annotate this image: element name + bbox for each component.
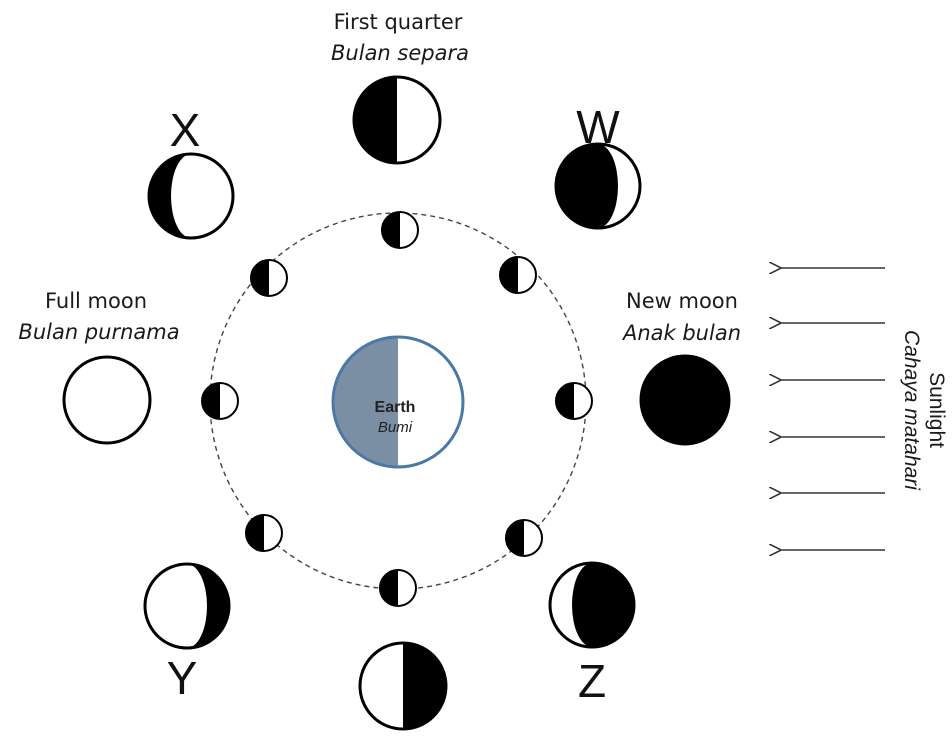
earth-label: Earth [375, 399, 416, 416]
full-moon-label: Full moon [45, 289, 147, 313]
orbit-moon-top-left [250, 259, 288, 297]
sunlight-label: Sunlight [925, 372, 948, 448]
first-quarter-label-ms: Bulan separa [331, 41, 469, 65]
orbit-moon-top [381, 211, 419, 249]
orbit-moon-top-right [499, 256, 537, 294]
phase-x [147, 152, 235, 240]
full-moon-label-ms: Bulan purnama [18, 320, 179, 344]
label-w: W [576, 101, 620, 153]
orbit-moon-right [555, 382, 593, 420]
first-quarter-label: First quarter [334, 10, 463, 34]
sunlight-arrows [780, 268, 885, 550]
phase-third-quarter [358, 641, 448, 731]
phase-y [143, 562, 231, 650]
new-moon-label: New moon [626, 289, 738, 313]
earth-day-side [398, 337, 463, 467]
orbit-moon-bottom-right [505, 519, 543, 557]
phase-w [554, 142, 642, 230]
earth-night-side [333, 337, 398, 467]
phase-new-moon [639, 354, 731, 446]
earth-outline [331, 335, 465, 469]
earth: Earth Bumi [331, 335, 465, 469]
phase-z [548, 561, 636, 649]
new-moon-label-ms: Anak bulan [621, 321, 741, 345]
orbit-moon-left [201, 382, 239, 420]
earth-label-ms: Bumi [378, 419, 413, 436]
phase-full-moon [62, 355, 152, 445]
label-z: Z [578, 655, 606, 707]
orbit-moon-bottom [379, 569, 417, 607]
label-y: Y [167, 652, 198, 704]
label-x: X [170, 104, 201, 156]
phase-first-quarter [352, 75, 442, 165]
orbit-moon-bottom-left [245, 514, 283, 552]
sunlight-label-ms: Cahaya matahari [900, 330, 923, 491]
